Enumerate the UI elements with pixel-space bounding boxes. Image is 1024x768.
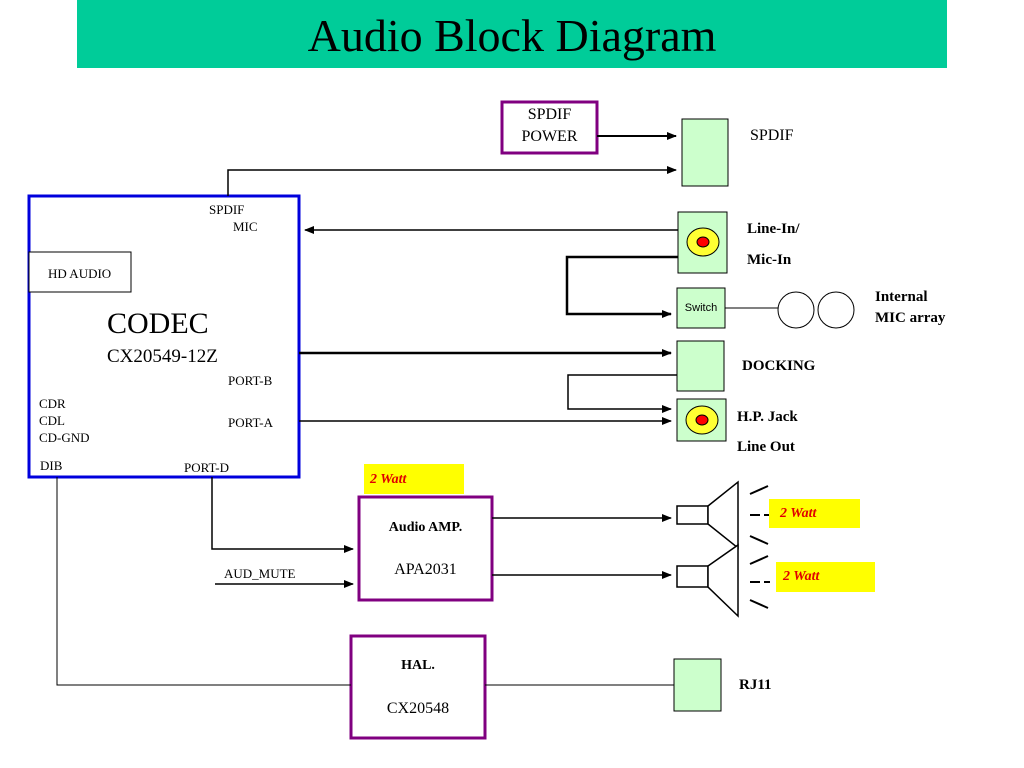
codec-port-d: PORT-D	[184, 460, 229, 475]
codec-block	[27, 194, 301, 479]
codec-pin-spdif: SPDIF	[209, 202, 245, 217]
mic-element-icon	[777, 291, 815, 329]
audio-amp-name: Audio AMP.	[388, 520, 463, 535]
mic-in-label: Mic-In	[747, 252, 792, 268]
hp-jack-label: H.P. Jack	[737, 409, 798, 425]
page-title: Audio Block Diagram	[307, 10, 717, 61]
spdif-power-block	[500, 100, 599, 155]
speaker-1-watt-label: 2 Watt	[780, 506, 817, 521]
spdif-label: SPDIF	[750, 127, 794, 144]
codec-cd-gnd: CD-GND	[39, 430, 90, 445]
aud-mute-label: AUD_MUTE	[224, 566, 296, 581]
rj11-label: RJ11	[739, 677, 772, 693]
codec-pin-mic: MIC	[233, 219, 258, 234]
internal-mic-label-2: MIC array	[875, 310, 946, 326]
amp-watt-badge	[364, 464, 464, 494]
codec-cdr: CDR	[39, 396, 66, 411]
hal-name: HAL.	[401, 658, 435, 673]
internal-mic-label-1: Internal	[875, 289, 928, 305]
codec-dib: DIB	[40, 458, 63, 473]
speaker-2-watt-badge	[776, 562, 875, 592]
speaker-2-icon	[676, 543, 770, 618]
hal-part-number: CX20548	[386, 700, 450, 717]
spdif-power-label-2: POWER	[521, 128, 578, 145]
spdif-connector	[681, 118, 729, 187]
speaker-1-watt-badge	[769, 499, 860, 528]
audio-amp-block	[357, 495, 494, 602]
switch-block	[676, 287, 726, 329]
hd-audio-block	[28, 251, 132, 293]
speaker-2-watt-label: 2 Watt	[783, 569, 820, 584]
title-bar	[77, 0, 947, 68]
line-out-label: Line Out	[737, 439, 795, 455]
switch-label: Switch	[684, 302, 718, 314]
line-in-label: Line-In/	[747, 221, 800, 237]
hal-block	[349, 634, 487, 740]
audio-amp-part-number: APA2031	[394, 561, 457, 578]
codec-name: CODEC	[107, 307, 209, 340]
mic-element-icon	[817, 291, 855, 329]
amp-watt-label: 2 Watt	[370, 472, 407, 487]
docking-connector	[676, 340, 725, 392]
rj11-connector	[673, 658, 722, 712]
codec-port-a: PORT-A	[228, 415, 273, 430]
codec-cdl: CDL	[39, 413, 65, 428]
codec-part-number: CX20549-12Z	[107, 346, 218, 367]
docking-label: DOCKING	[742, 358, 816, 374]
speaker-1-icon	[676, 480, 770, 550]
hd-audio-label: HD AUDIO	[48, 266, 112, 281]
codec-port-b: PORT-B	[228, 373, 273, 388]
spdif-power-label-1: SPDIF	[527, 106, 572, 123]
